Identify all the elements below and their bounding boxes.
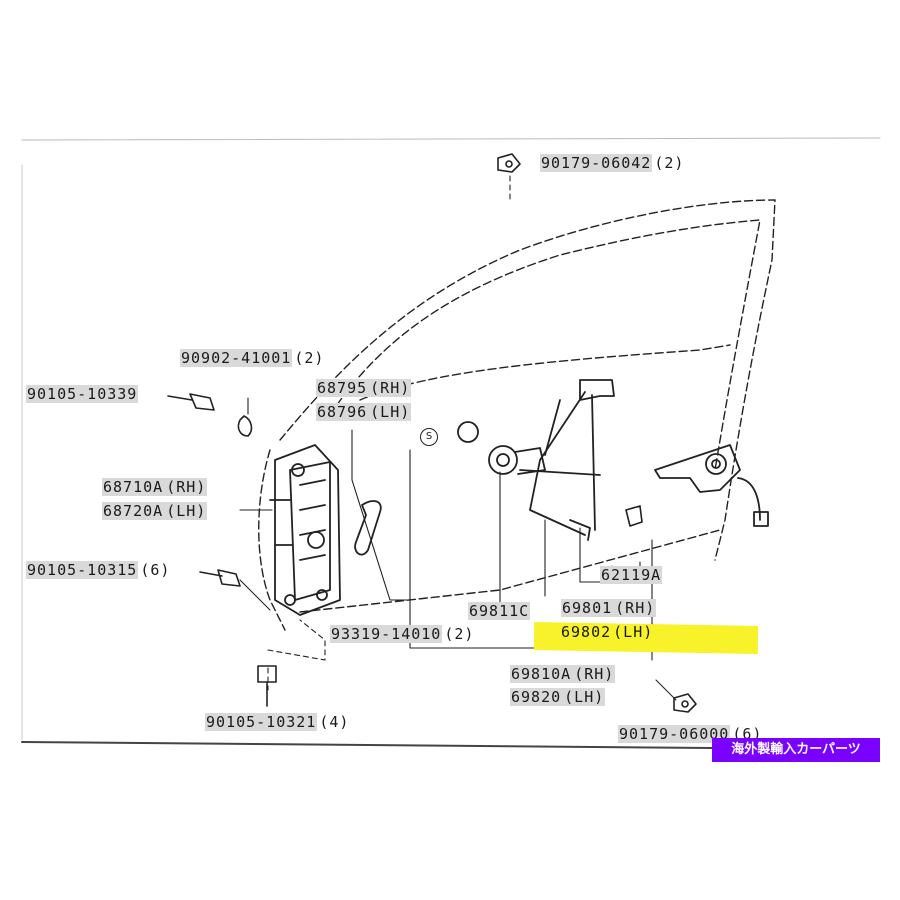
label-90105-10321: 90105-10321(4) — [205, 713, 349, 732]
door-edge-lower — [258, 449, 286, 631]
part-number: 90105-10321 — [205, 713, 318, 731]
leader-lines — [239, 397, 677, 701]
quantity: (LH) — [613, 623, 654, 641]
label-90105-10339: 90105-10339 — [26, 385, 139, 404]
quantity: (6) — [140, 561, 171, 579]
label-90902-41001: 90902-41001(2) — [180, 349, 324, 368]
part-number: 90902-41001 — [180, 349, 293, 367]
label-69802: 69802(LH) — [561, 623, 653, 642]
label-90105-10315: 90105-10315(6) — [26, 561, 170, 580]
quantity: (LH) — [164, 502, 208, 520]
label-62119a: 62119A — [600, 566, 663, 585]
part-number: 62119A — [600, 566, 663, 584]
regulator-left — [269, 444, 341, 616]
label-93319-14010: 93319-14010(2) — [330, 625, 474, 644]
quantity: (4) — [319, 713, 350, 731]
label-69801: 69801(RH) — [561, 599, 657, 618]
quantity: (RH) — [613, 599, 657, 617]
frame-top-line — [21, 137, 881, 141]
part-number: 69801 — [561, 599, 614, 617]
regulator-motor-center — [457, 421, 546, 475]
frame-bottom-line — [21, 741, 713, 749]
quantity: (RH) — [572, 665, 616, 683]
bolt-90105-10315 — [199, 569, 241, 587]
quantity: (RH) — [368, 379, 412, 397]
label-90179-06042: 90179-06042(2) — [540, 154, 684, 173]
part-number: 68796 — [316, 403, 369, 421]
part-number: 90179-06042 — [540, 154, 653, 172]
quantity: (RH) — [164, 478, 208, 496]
part-number: 69811C — [468, 602, 531, 620]
part-number: 90179-06000 — [618, 725, 731, 743]
part-number: 69820 — [510, 688, 563, 706]
quantity: (2) — [654, 154, 685, 172]
motor-right — [654, 444, 769, 527]
symbol-s: S — [420, 428, 438, 446]
bracket-68795 — [354, 500, 382, 556]
quantity: (LH) — [368, 403, 412, 421]
part-number: 90105-10315 — [26, 561, 139, 579]
door-bottom-line — [299, 529, 721, 613]
clip-62119a — [625, 505, 643, 527]
label-68720a: 68720A(LH) — [102, 502, 208, 521]
label-68795: 68795(RH) — [316, 379, 412, 398]
label-69810a: 69810A(RH) — [510, 665, 616, 684]
label-68796: 68796(LH) — [316, 403, 412, 422]
quantity: (2) — [444, 625, 475, 643]
bolt-90105-10339 — [167, 393, 215, 411]
part-number: 93319-14010 — [330, 625, 443, 643]
part-number: 68720A — [102, 502, 165, 520]
quantity: (2) — [294, 349, 325, 367]
label-69820: 69820(LH) — [510, 688, 606, 707]
leader-lines-dashed — [267, 175, 511, 691]
shop-watermark-badge: 海外製輸入カーパーツ — [712, 738, 880, 762]
label-90179-06000: 90179-06000(6) — [618, 725, 762, 744]
nut-90179-06042 — [497, 153, 521, 173]
door-outline-inner — [329, 219, 761, 471]
nut-90179-06000 — [673, 693, 697, 713]
label-69811c: 69811C — [468, 602, 531, 621]
part-number: 69802 — [561, 623, 612, 641]
clip-90902 — [237, 415, 253, 437]
part-number: 69810A — [510, 665, 573, 683]
part-number: 68795 — [316, 379, 369, 397]
part-number: 90105-10339 — [26, 385, 139, 403]
door-window-line — [359, 344, 731, 401]
regulator-arms-center — [519, 379, 615, 541]
door-outline-outer — [279, 199, 776, 561]
part-number: 68710A — [102, 478, 165, 496]
quantity: (LH) — [562, 688, 606, 706]
label-68710a: 68710A(RH) — [102, 478, 208, 497]
bolt-90105-10321 — [257, 665, 277, 707]
